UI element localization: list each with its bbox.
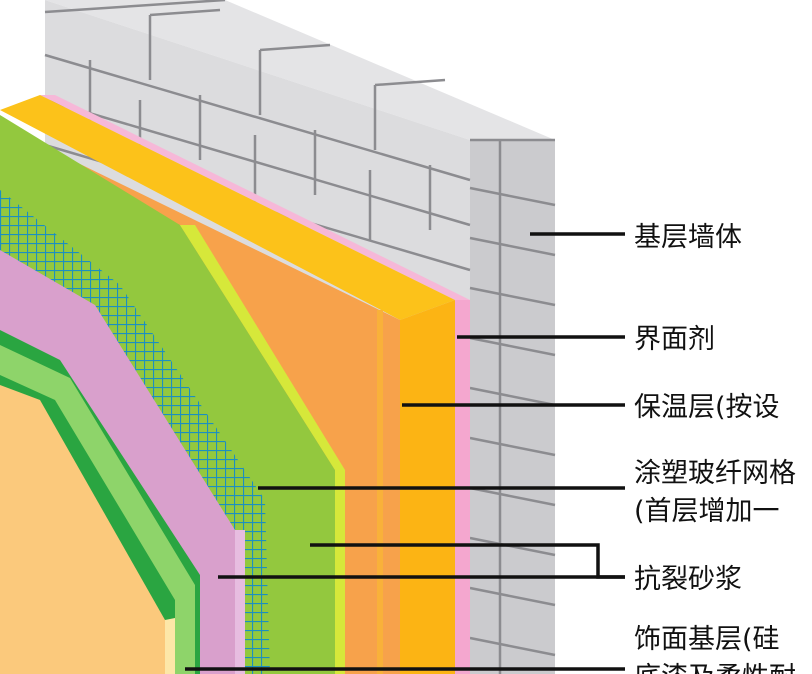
label-mesh-line2: (首层增加一 xyxy=(634,496,780,527)
interface-agent-top xyxy=(40,95,470,300)
brick-wall-side xyxy=(470,140,555,674)
brick-side-mortar xyxy=(469,140,556,674)
label-finish-base-line2: 底漆及柔性耐 xyxy=(634,662,796,674)
label-anti-crack: 抗裂砂浆 xyxy=(634,564,742,595)
label-base-wall: 基层墙体 xyxy=(634,222,742,253)
finish-coat-edge xyxy=(165,618,175,674)
brick-wall-top xyxy=(45,0,555,140)
anti-crack-mortar-side xyxy=(335,470,345,674)
label-insulation: 保温层(按设 xyxy=(634,392,780,423)
callout-labels: 基层墙体 界面剂 保温层(按设 涂塑玻纤网格 (首层增加一 抗裂砂浆 饰面基层(… xyxy=(634,222,796,674)
brick-mortar-lines xyxy=(44,0,555,272)
label-interface-agent: 界面剂 xyxy=(634,324,715,355)
finish-coat-layer xyxy=(0,385,175,674)
label-finish-base-line1: 饰面基层(硅 xyxy=(634,624,780,655)
finish-coat-face xyxy=(0,385,165,674)
leader-lines xyxy=(185,232,625,671)
insulation-top xyxy=(0,95,455,320)
label-mesh-line1: 涂塑玻纤网格 xyxy=(634,458,796,489)
anti-crack-mortar-edge xyxy=(180,225,345,470)
finish-green-highlight xyxy=(0,345,195,674)
finish-base-edge xyxy=(235,530,245,674)
